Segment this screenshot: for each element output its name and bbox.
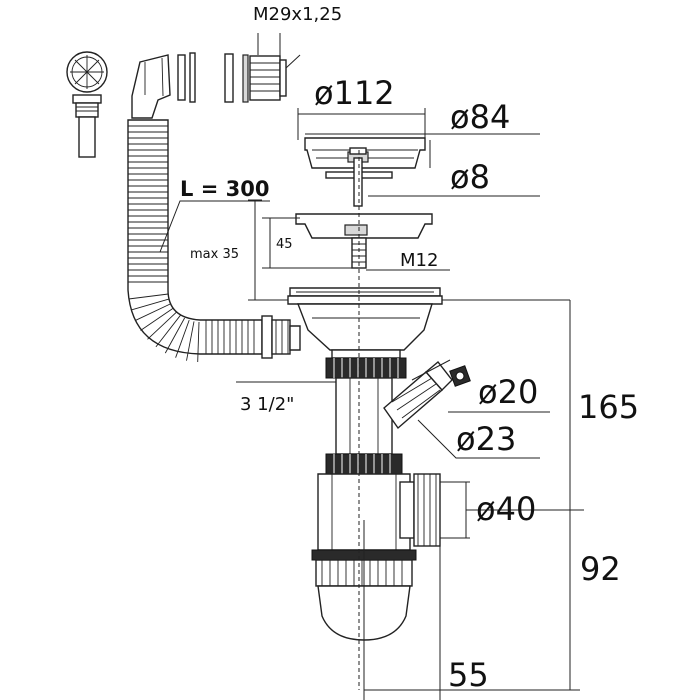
strainer-body-part — [295, 213, 433, 269]
height-165-label: 165 — [578, 388, 639, 426]
diameter-40-label: ø40 — [476, 490, 536, 528]
side-inlet-part — [383, 360, 471, 430]
hose-length-leader — [159, 200, 270, 253]
height-45-label: 45 — [276, 237, 293, 252]
upper-coupling-nut-part — [325, 357, 407, 379]
h45-dim-lines — [262, 217, 352, 269]
d40-dim-lines — [440, 481, 570, 539]
d20-dim-lines — [411, 359, 550, 413]
w55-dim-lines — [363, 520, 441, 700]
overflow-grille-part — [66, 51, 108, 158]
thread-size-label: M29x1,25 — [253, 4, 342, 25]
thread-m12-label: M12 — [400, 250, 438, 271]
d23-dim-lines — [417, 419, 540, 459]
diameter-20-label: ø20 — [478, 373, 538, 411]
h165-dim-lines — [440, 300, 584, 691]
diameter-84-label: ø84 — [450, 98, 510, 136]
tail-pipe-part — [335, 377, 393, 455]
lower-coupling-nut-part — [325, 453, 403, 475]
d112-dim-lines — [297, 108, 426, 140]
overflow-elbow-part — [131, 52, 196, 119]
d84-dim-lines — [305, 133, 540, 168]
drain-bowl-part — [296, 303, 433, 359]
width-55-label: 55 — [448, 656, 489, 694]
hose-length-label: L = 300 — [180, 177, 269, 201]
diameter-8-label: ø8 — [450, 158, 490, 196]
max-35-label: max 35 — [190, 247, 239, 262]
diameter-112-label: ø112 — [314, 74, 395, 112]
hose-rib-lines — [128, 125, 255, 363]
overflow-hose-part — [127, 119, 301, 363]
inch-size-label: 3 1/2" — [240, 394, 294, 415]
overflow-nut-part — [224, 33, 301, 103]
diameter-23-label: ø23 — [456, 420, 516, 458]
sink-flange-part — [287, 287, 443, 305]
height-92-label: 92 — [580, 550, 621, 588]
outlet-pipe-part — [399, 473, 441, 547]
